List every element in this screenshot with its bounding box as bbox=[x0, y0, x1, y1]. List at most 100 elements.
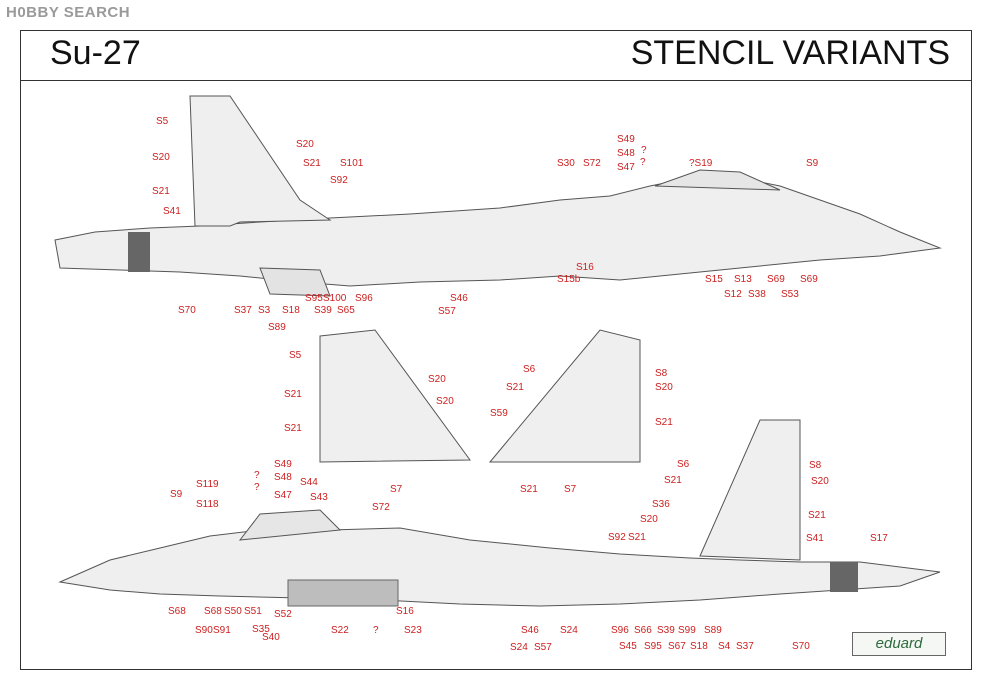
stencil-label: S21 bbox=[284, 389, 302, 400]
stencil-label: S16 bbox=[576, 262, 594, 273]
stencil-label: S20 bbox=[296, 139, 314, 150]
stencil-label: S49 bbox=[274, 459, 292, 470]
stencil-label: S38 bbox=[748, 289, 766, 300]
stencil-label: S35 bbox=[252, 624, 270, 635]
stencil-label: ?S19 bbox=[689, 158, 713, 169]
stencil-label: S40 bbox=[262, 632, 280, 643]
stencil-label: S72 bbox=[583, 158, 601, 169]
stencil-label: ? bbox=[254, 482, 260, 493]
stencil-label: S41 bbox=[163, 206, 181, 217]
stencil-label: S24 bbox=[510, 642, 528, 653]
stencil-label: S6 bbox=[677, 459, 690, 470]
stencil-label: S100 bbox=[323, 293, 347, 304]
stencil-label: S96 bbox=[355, 293, 373, 304]
stencil-label: S68 bbox=[204, 606, 222, 617]
stencil-label: S24 bbox=[560, 625, 578, 636]
stencil-label: S8 bbox=[809, 460, 822, 471]
stencil-label: S48 bbox=[617, 148, 635, 159]
stencil-label: S16 bbox=[396, 606, 414, 617]
stencil-label: S15 bbox=[705, 274, 723, 285]
stencil-label: S70 bbox=[178, 305, 196, 316]
stencil-label: S69 bbox=[800, 274, 818, 285]
stencil-label: S95 bbox=[305, 293, 323, 304]
stencil-label: S22 bbox=[331, 625, 349, 636]
stencil-label: S44 bbox=[300, 477, 318, 488]
stencil-label: S20 bbox=[811, 476, 829, 487]
watermark: H0BBY SEARCH bbox=[6, 4, 131, 21]
stencil-label: S43 bbox=[310, 492, 328, 503]
stencil-label: S65 bbox=[337, 305, 355, 316]
stencil-label: S119 bbox=[196, 479, 219, 490]
stencil-label: S92 bbox=[330, 175, 348, 186]
stencil-label: S9 bbox=[806, 158, 819, 169]
stencil-label: S20 bbox=[640, 514, 658, 525]
sheet-frame bbox=[20, 30, 972, 670]
stencil-label: S72 bbox=[372, 502, 390, 513]
stencil-label: S68 bbox=[168, 606, 186, 617]
stencil-label: S57 bbox=[438, 306, 456, 317]
stencil-label: S46 bbox=[450, 293, 468, 304]
stencil-label: ? bbox=[641, 145, 647, 156]
stencil-label: S21 bbox=[284, 423, 302, 434]
stencil-label: ? bbox=[254, 470, 260, 481]
stencil-label: S23 bbox=[404, 625, 422, 636]
stencil-label: S20 bbox=[436, 396, 454, 407]
stencil-label: S20 bbox=[655, 382, 673, 393]
model-title: Su-27 bbox=[50, 34, 141, 72]
stencil-label: S5 bbox=[289, 350, 302, 361]
stencil-label: S96 bbox=[611, 625, 629, 636]
stencil-label: S41 bbox=[806, 533, 824, 544]
stencil-label: S30 bbox=[557, 158, 575, 169]
stencil-label: S47 bbox=[617, 162, 635, 173]
stencil-label: S15b bbox=[557, 274, 581, 285]
stencil-label: S59 bbox=[490, 408, 508, 419]
stencil-label: S69 bbox=[767, 274, 785, 285]
stencil-label: S53 bbox=[781, 289, 799, 300]
tail-right-view bbox=[488, 329, 641, 463]
stencil-label: S39 bbox=[314, 305, 332, 316]
stencil-label: S99 bbox=[678, 625, 696, 636]
stencil-label: S36 bbox=[652, 499, 670, 510]
stencil-label: S17 bbox=[870, 533, 888, 544]
stencil-label: ? bbox=[640, 157, 646, 168]
stencil-label: S92 bbox=[608, 532, 626, 543]
stencil-label: S90 bbox=[195, 625, 213, 636]
stencil-label: S5 bbox=[156, 116, 169, 127]
stencil-label: S47 bbox=[274, 490, 292, 501]
stencil-label: S49 bbox=[617, 134, 635, 145]
stencil-label: S101 bbox=[340, 158, 364, 169]
stencil-label: S21 bbox=[808, 510, 826, 521]
stencil-label: S48 bbox=[274, 472, 292, 483]
stencil-label: S20 bbox=[428, 374, 446, 385]
stencil-label: S21 bbox=[506, 382, 524, 393]
stencil-label: S51 bbox=[244, 606, 262, 617]
stencil-label: S45 bbox=[619, 641, 637, 652]
aircraft-bottom-profile bbox=[58, 419, 941, 607]
stencil-label: S8 bbox=[655, 368, 668, 379]
brand-logo: eduard bbox=[852, 632, 946, 656]
stencil-label: S37 bbox=[736, 641, 754, 652]
stencil-label: S46 bbox=[521, 625, 539, 636]
stencil-label: ? bbox=[373, 625, 379, 636]
stencil-label: S21 bbox=[664, 475, 682, 486]
page-title: STENCIL VARIANTS bbox=[630, 34, 950, 72]
stencil-label: S66 bbox=[634, 625, 652, 636]
stencil-label: S21 bbox=[655, 417, 673, 428]
stencil-label: S50 bbox=[224, 606, 242, 617]
stencil-label: S21 bbox=[152, 186, 170, 197]
stencil-label: S39 bbox=[657, 625, 675, 636]
stencil-label: S21 bbox=[303, 158, 321, 169]
stencil-label: S118 bbox=[196, 499, 219, 510]
stencil-label: S18 bbox=[690, 641, 708, 652]
tail-left-view bbox=[319, 329, 471, 463]
stencil-label: S67 bbox=[668, 641, 686, 652]
stencil-label: S6 bbox=[523, 364, 536, 375]
stencil-label: S89 bbox=[268, 322, 286, 333]
stencil-label: S21 bbox=[628, 532, 646, 543]
stencil-label: S95 bbox=[644, 641, 662, 652]
stencil-label: S7 bbox=[564, 484, 577, 495]
stencil-label: S3 bbox=[258, 305, 271, 316]
aircraft-top-profile bbox=[54, 95, 942, 297]
